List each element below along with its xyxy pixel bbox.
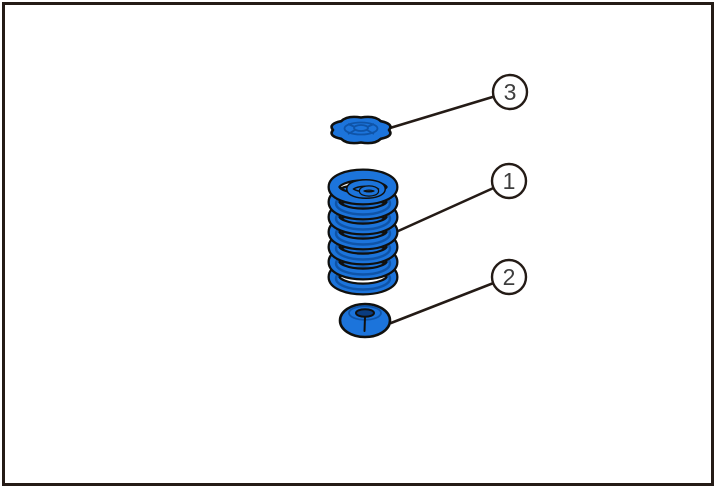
callout-3-circle[interactable] [491, 73, 529, 111]
leader-line-2 [389, 275, 511, 325]
insulator-inner-ring [343, 121, 379, 136]
spring-top-center-coil [360, 186, 378, 196]
coil-1 [329, 170, 397, 204]
callout-3[interactable]: 3 [491, 73, 529, 111]
insulator-spokes [347, 123, 375, 135]
leader-line-1 [394, 179, 511, 234]
seat-hole [355, 308, 375, 318]
callout-1-number: 1 [503, 168, 516, 194]
insulator-hub [353, 124, 369, 132]
callout-2-number: 2 [503, 264, 516, 290]
callout-1[interactable]: 1 [490, 162, 528, 200]
callout-3-number: 3 [504, 79, 517, 105]
seat-slit [363, 316, 366, 332]
coil-spring [327, 168, 399, 296]
callout-2[interactable]: 2 [490, 258, 528, 296]
leader-line-3 [388, 90, 511, 130]
lower-spring-seat [338, 302, 392, 339]
upper-spring-insulator [330, 115, 392, 145]
callout-2-circle[interactable] [490, 258, 528, 296]
insulator-body [330, 115, 392, 145]
callout-1-circle[interactable] [490, 162, 528, 200]
